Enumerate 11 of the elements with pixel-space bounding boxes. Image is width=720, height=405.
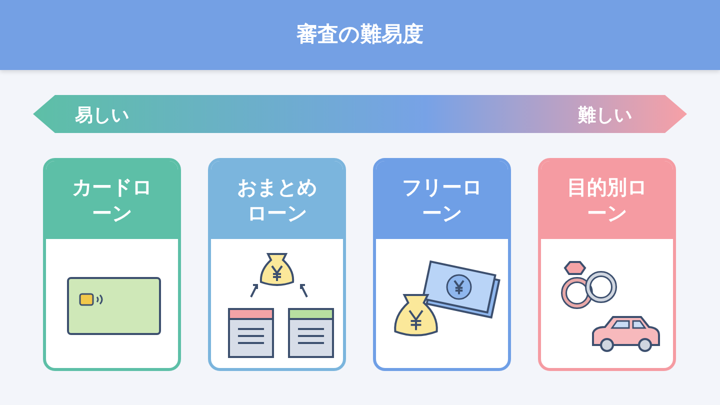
loan-card [208, 158, 346, 371]
title: 審査の難易度 [296, 21, 424, 48]
loan-card [538, 158, 676, 371]
scale-label: 易しい [75, 104, 129, 127]
card-title: 目的別ローン [566, 174, 648, 226]
card-title: フリーローン [401, 174, 483, 226]
scale-label: 難しい [578, 104, 632, 127]
loan-card [43, 158, 181, 371]
card-title: カードローン [71, 174, 153, 226]
card-title: おまとめローン [236, 174, 318, 226]
loan-card [373, 158, 511, 371]
